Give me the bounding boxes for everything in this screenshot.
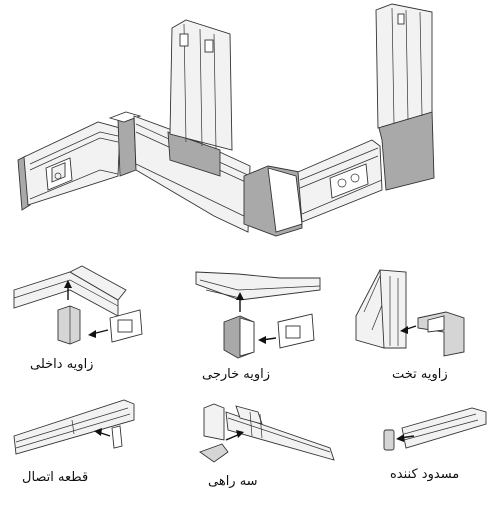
main-assembly [17, 3, 435, 237]
column-slot-left [179, 33, 189, 47]
tee-piece [199, 443, 229, 463]
left-trunk [23, 121, 121, 206]
end-cap-piece [383, 429, 395, 451]
internal-corner-piece [57, 305, 81, 345]
label-tee: سه راهی [208, 474, 258, 489]
right-vertical-column [375, 3, 433, 129]
tee-left [167, 131, 221, 177]
flat-corner-illustration [355, 269, 465, 357]
joint-clip [111, 425, 123, 449]
column-slot-right [204, 39, 214, 53]
joint-piece-illustration [13, 399, 135, 455]
right-socket [329, 163, 369, 199]
label-internal-corner: زاویه داخلی [30, 357, 94, 372]
tee-illustration [199, 403, 335, 463]
label-external-corner: زاویه خارجی [202, 367, 271, 382]
internal-corner-illustration [13, 265, 143, 345]
label-joint-piece: قطعه اتصال [22, 470, 89, 485]
left-joint-piece [117, 115, 137, 177]
end-cap-illustration [383, 407, 487, 451]
label-end-cap: مسدود کننده [390, 467, 460, 482]
label-flat-corner: زاویه تخت [392, 367, 448, 382]
external-corner-illustration [195, 271, 321, 359]
